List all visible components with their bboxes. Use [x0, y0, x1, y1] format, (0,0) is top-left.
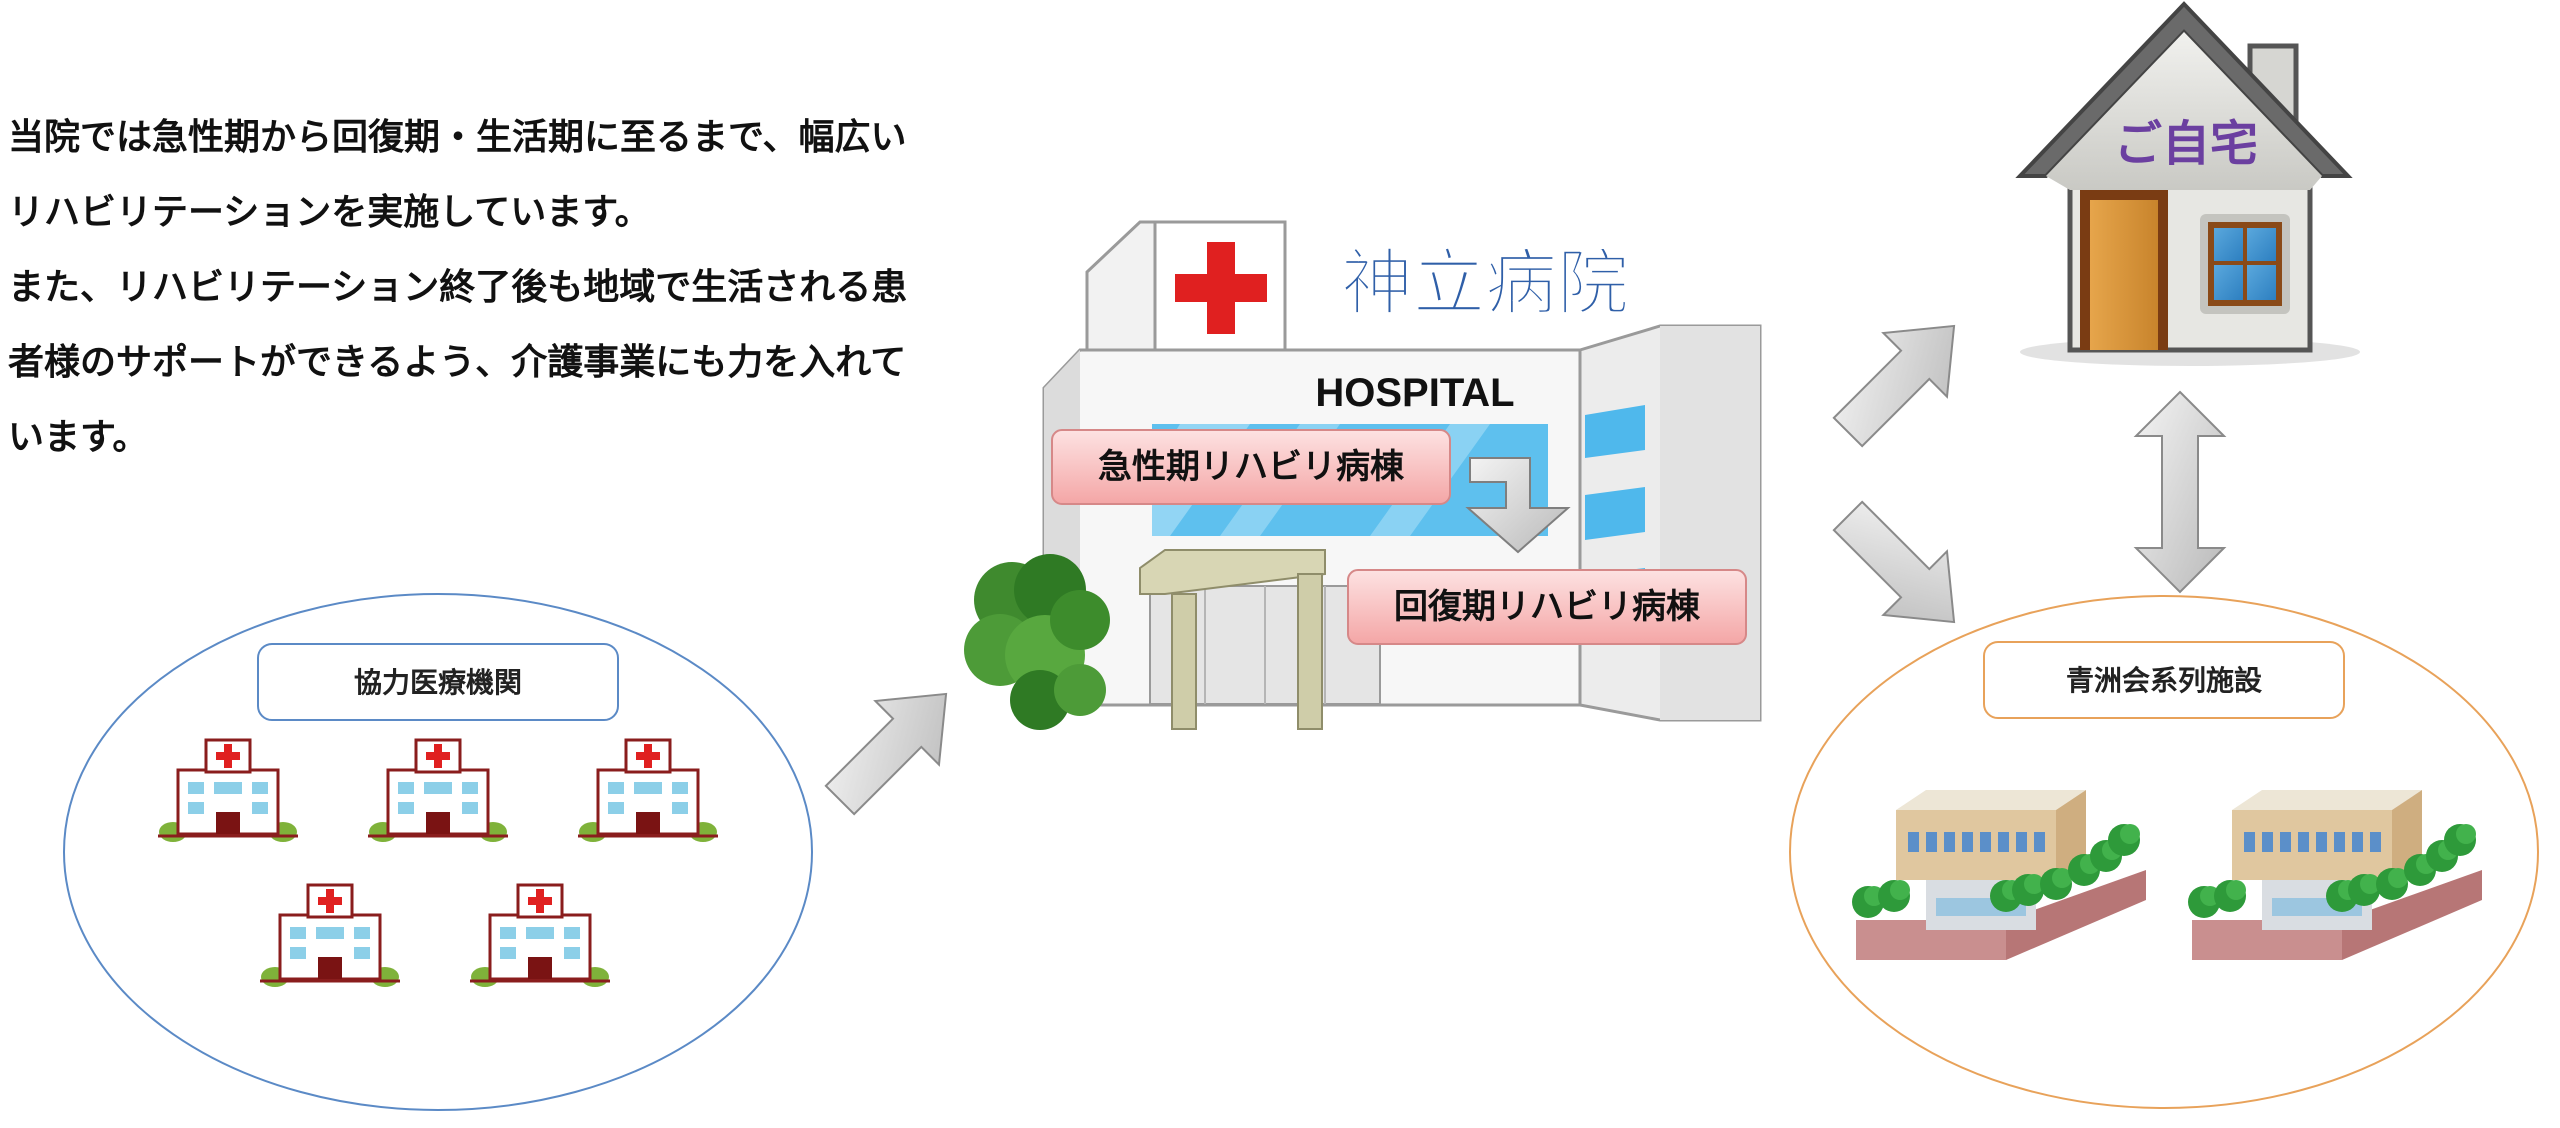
arrow-hospital-to-facilities [1832, 500, 1956, 624]
hospital-sign: HOSPITAL [1315, 371, 1514, 415]
clinic-icons [158, 738, 718, 987]
intro-line: また、リハビリテーション終了後も地域で生活される患 [8, 267, 908, 308]
arrow-home-facilities-bidirectional [2133, 390, 2227, 594]
intro-text: 当院では急性期から回復期・生活期に至るまで、幅広い リハビリテーションを実施して… [8, 100, 998, 475]
home-house-icon: ご自宅 [2015, 1, 2360, 366]
hospital-name: 神立病院 [1341, 241, 1629, 325]
facility-building-icons [1852, 790, 2482, 960]
ward-acute-label: 急性期リハビリ病棟 [1098, 447, 1405, 487]
facility-building-icon [2188, 790, 2482, 960]
clinic-icon [368, 738, 508, 842]
partner-label-box [257, 643, 619, 721]
facility-ring [1789, 595, 2539, 1109]
partner-label: 協力医療機関 [354, 666, 522, 699]
ward-recovery-badge: 回復期リハビリ病棟 [1347, 569, 1747, 645]
ward-acute-badge: 急性期リハビリ病棟 [1051, 429, 1451, 505]
intro-line: リハビリテーションを実施しています。 [8, 192, 651, 233]
partner-ring [63, 593, 813, 1111]
clinic-icon [260, 883, 400, 987]
intro-line: 者様のサポートができるよう、介護事業にも力を入れて [8, 342, 907, 383]
red-cross-icon [1175, 242, 1267, 334]
arrow-partners-to-hospital [824, 692, 948, 816]
hospital-entrance [1139, 549, 1381, 730]
arrow-hospital-to-home [1832, 324, 1956, 448]
home-label: ご自宅 [2114, 116, 2258, 172]
clinic-icon [470, 883, 610, 987]
shrub-icon [964, 554, 1110, 730]
group-facilities-group: 青洲会系列施設 [1789, 595, 2539, 1109]
intro-line: 当院では急性期から回復期・生活期に至るまで、幅広い [8, 117, 907, 158]
facility-label: 青洲会系列施設 [2066, 664, 2263, 697]
clinic-icon [578, 738, 718, 842]
ward-transfer-arrow [1465, 457, 1571, 554]
facility-label-box [1983, 641, 2345, 719]
facility-building-icon [1852, 790, 2146, 960]
intro-line: います。 [8, 417, 149, 458]
partner-institutions-group: 協力医療機関 [63, 593, 813, 1111]
ward-recovery-label: 回復期リハビリ病棟 [1394, 587, 1701, 627]
clinic-icon [158, 738, 298, 842]
